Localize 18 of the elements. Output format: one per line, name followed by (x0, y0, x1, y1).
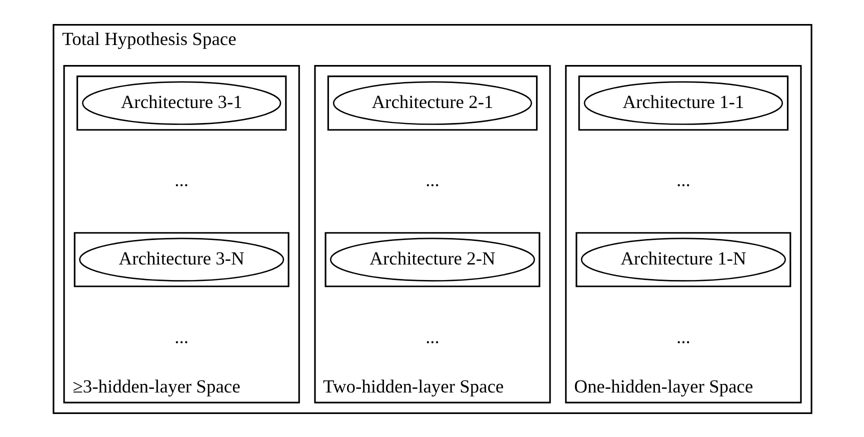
cluster (575, 232, 791, 287)
cluster (324, 232, 540, 287)
label: ... (174, 326, 188, 346)
cluster (326, 75, 538, 130)
label: ... (676, 326, 690, 346)
node-ellipse: Architecture 3-N (78, 237, 284, 281)
node-ellipse: Architecture 3-1 (82, 80, 281, 124)
label: ... (174, 170, 188, 190)
node-ellipse: Architecture 2-1 (332, 80, 532, 124)
cluster (76, 75, 286, 130)
node-ellipse: Architecture 1-1 (583, 80, 782, 124)
node-ellipse: Architecture 2-N (329, 237, 535, 281)
label: ... (425, 170, 439, 190)
node-ellipse: Architecture 1-N (580, 237, 786, 281)
label: ... (425, 326, 439, 346)
cluster (73, 232, 289, 287)
cluster (578, 75, 788, 130)
label: ... (676, 170, 690, 190)
